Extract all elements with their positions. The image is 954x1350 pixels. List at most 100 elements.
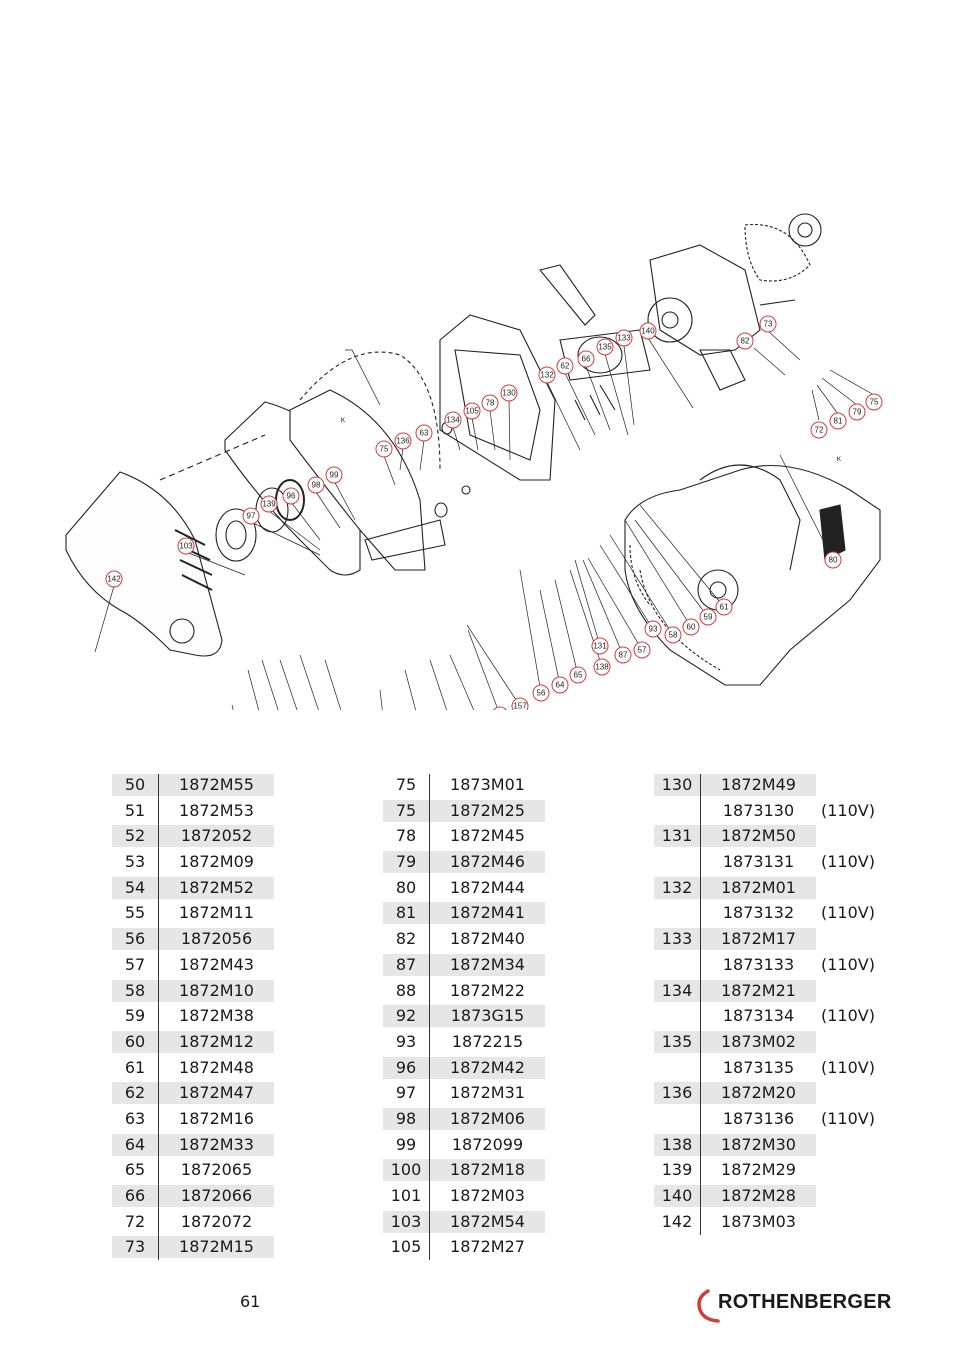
part-number: 50 <box>112 774 158 796</box>
callout-label: 96 <box>287 492 296 501</box>
part-number: 99 <box>395 1134 417 1154</box>
page-number: 61 <box>240 1292 261 1311</box>
part-number <box>654 800 700 822</box>
article-code: 1872M33 <box>159 1133 274 1156</box>
part-number: 93 <box>395 1031 417 1051</box>
callout-label: 75 <box>870 398 879 407</box>
callout-label: 87 <box>619 651 628 660</box>
part-number: 54 <box>112 876 158 899</box>
article-code: 1872M31 <box>450 1083 525 1103</box>
callout-label: 130 <box>502 389 516 398</box>
article-code: 1872056 <box>159 928 274 951</box>
callout-label: 78 <box>486 399 495 408</box>
table-row: 53 1872M09 <box>112 849 274 875</box>
callout-label: 135 <box>598 343 612 352</box>
callout-label: 56 <box>537 689 546 698</box>
callout-label: 59 <box>704 613 713 622</box>
voltage-note: (110V) <box>821 1108 875 1128</box>
table-row: 1873135 (110V) <box>654 1055 875 1081</box>
article-code: 1872099 <box>451 1134 524 1154</box>
part-number: 96 <box>383 1056 429 1079</box>
callout-label: 131 <box>593 642 607 651</box>
callout-label: 64 <box>556 681 565 690</box>
article-code: 1872M48 <box>179 1057 254 1077</box>
table-row: 1873134 (110V) <box>654 1003 875 1029</box>
part-number: 60 <box>112 1030 158 1053</box>
part-number <box>654 1108 700 1130</box>
table-row: 99 1872099 <box>383 1132 545 1158</box>
column-divider <box>700 774 701 1235</box>
callout-label: 134 <box>446 416 460 425</box>
article-code: 1872M06 <box>430 1107 545 1130</box>
part-number: 130 <box>654 774 700 796</box>
callout-label: 73 <box>764 320 773 329</box>
part-number: 61 <box>124 1057 146 1077</box>
article-code: 1873131 <box>722 852 795 872</box>
article-code: 1873134 <box>722 1006 795 1026</box>
article-code: 1872M45 <box>450 826 525 846</box>
voltage-note: (110V) <box>821 800 875 820</box>
brand-arc-icon <box>697 1289 720 1323</box>
column-divider <box>158 774 159 1261</box>
callout-label: 97 <box>247 512 256 521</box>
article-code: 1872M38 <box>179 1006 254 1026</box>
part-number: 105 <box>390 1237 422 1257</box>
table-row: 1873136(110V) <box>654 1106 875 1132</box>
article-code: 1872M09 <box>179 852 254 872</box>
part-number: 59 <box>124 1006 146 1026</box>
callout-label: 93 <box>649 625 658 634</box>
article-code: 1872M16 <box>179 1108 254 1128</box>
article-code: 1872M21 <box>701 979 816 1002</box>
article-code: 1872M18 <box>430 1159 545 1182</box>
part-number: 138 <box>654 1133 700 1156</box>
voltage-note: (110V) <box>821 1006 875 1026</box>
part-number: 56 <box>112 928 158 951</box>
part-number: 81 <box>383 902 429 925</box>
article-code: 1872M47 <box>159 1082 274 1105</box>
article-code: 1872065 <box>180 1160 253 1180</box>
callout-label: 142 <box>107 575 121 584</box>
part-number: 82 <box>395 929 417 949</box>
voltage-note: (110V) <box>821 1057 875 1077</box>
callout-label: 79 <box>853 408 862 417</box>
exploded-view-diagram: 73 82 75 79 72 81 133 140 135 66 62 132 … <box>65 213 883 710</box>
part-number: 134 <box>654 979 700 1002</box>
part-number: 53 <box>124 852 146 872</box>
article-code: 1873G15 <box>430 1005 545 1028</box>
k-mark: K <box>837 457 841 463</box>
callout-label: 105 <box>465 407 479 416</box>
part-number: 65 <box>124 1160 146 1180</box>
callout-label: 98 <box>312 481 321 490</box>
article-code: 1872M42 <box>430 1056 545 1079</box>
callout-label: 60 <box>687 623 696 632</box>
article-code: 1873M01 <box>450 775 525 794</box>
callout-label: 132 <box>540 371 554 380</box>
article-code: 1872072 <box>180 1211 253 1231</box>
part-number: 73 <box>112 1236 158 1259</box>
table-row: 93 1872215 <box>383 1029 545 1055</box>
article-code: 1872215 <box>451 1031 524 1051</box>
column-divider <box>429 774 430 1261</box>
part-number: 100 <box>383 1159 429 1182</box>
article-code: 1873130 <box>722 800 795 820</box>
part-number: 142 <box>661 1211 693 1231</box>
article-code: 1873135 <box>722 1057 795 1077</box>
